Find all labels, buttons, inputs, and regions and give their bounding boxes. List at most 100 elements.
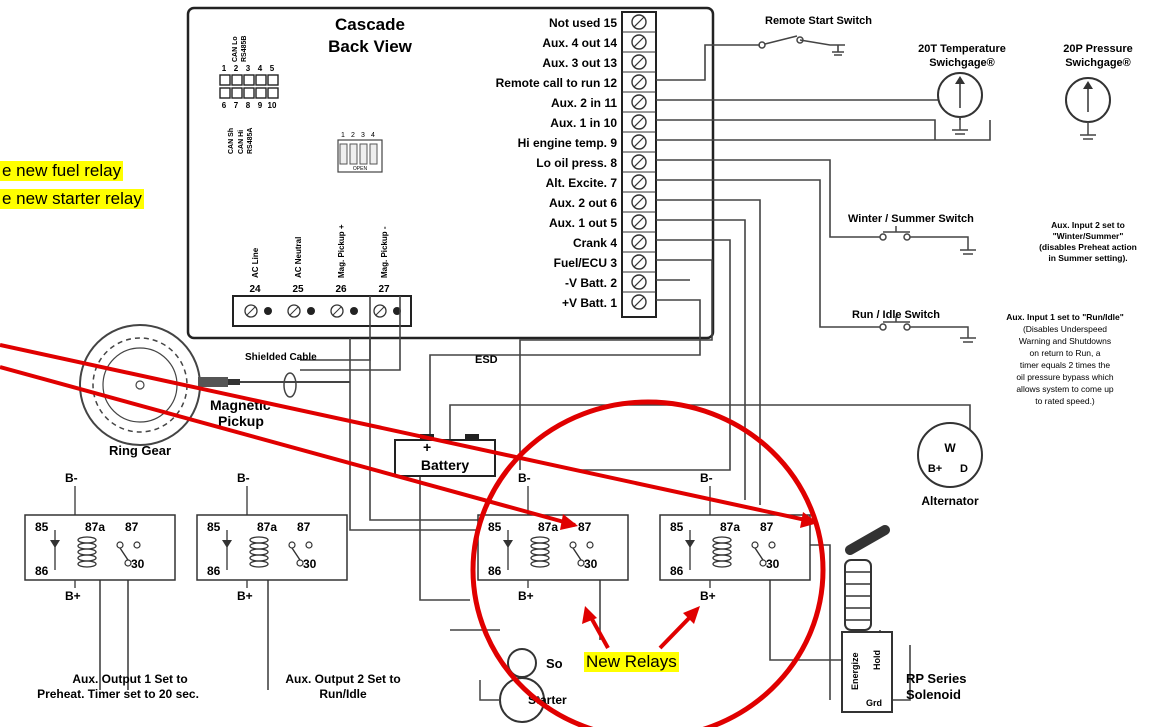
temperature-gauge: [937, 72, 983, 118]
screw-slot: [633, 56, 645, 68]
bottom-terminal-number: 25: [292, 284, 304, 295]
relay-86: 86: [488, 564, 502, 578]
relay-bplus: B+: [518, 589, 534, 603]
terminal-label: Aux. 2 out 6: [549, 196, 617, 210]
magnetic-pickup-label1: Magnetic: [210, 397, 271, 413]
can-pin-number: 8: [246, 101, 251, 110]
relay-bplus: B+: [65, 589, 81, 603]
can-pin-cell: [255, 87, 267, 99]
energize-label: Energize: [850, 652, 860, 690]
run-idle-note-line: to rated speed.): [1035, 396, 1095, 406]
rs485a-label: RS485A: [247, 128, 254, 154]
relay-body: [196, 514, 348, 581]
battery-label: Battery: [421, 457, 469, 473]
aux2-caption2: Run/Idle: [319, 687, 367, 701]
winter-note-line: Aux. Input 2 set to: [1051, 220, 1125, 230]
terminal-label: Alt. Excite. 7: [546, 176, 618, 190]
alternator-w: W: [944, 441, 956, 455]
pressure-gauge: [952, 77, 1111, 140]
relay-bminus: B-: [518, 471, 531, 485]
relay-contact: [116, 541, 124, 549]
shield-symbol: [283, 372, 297, 398]
relay-switch-arm: [291, 547, 301, 561]
terminal-label: Fuel/ECU 3: [554, 256, 618, 270]
terminal-label: Aux. 4 out 14: [542, 36, 617, 50]
screw-slot: [633, 76, 645, 88]
relay-30: 30: [303, 557, 317, 571]
relay-87: 87: [297, 520, 311, 534]
screw-slot: [633, 256, 645, 268]
terminal-label: Hi engine temp. 9: [518, 136, 618, 150]
can-pin-number: 3: [246, 64, 251, 73]
relay-30: 30: [584, 557, 598, 571]
screw-slot: [633, 276, 645, 288]
battery-plus: +: [423, 439, 431, 455]
dip-toggle: [359, 143, 368, 165]
solenoid-short-label: So: [546, 656, 563, 671]
can-pin-cell: [267, 87, 279, 99]
winter-note-line: "Winter/Summer": [1053, 231, 1124, 241]
can-pin-number: 4: [258, 64, 263, 73]
cascade-title-line2: Back View: [328, 37, 413, 56]
relay-87a: 87a: [538, 520, 558, 534]
can-pin-cell: [219, 87, 231, 99]
cascade-back-view-box: [186, 6, 715, 340]
relay-coil-icon: [530, 560, 550, 568]
starter-icon: [479, 648, 545, 723]
relay-30: 30: [766, 557, 780, 571]
relay-87: 87: [578, 520, 592, 534]
terminal-label: Aux. 1 out 5: [549, 216, 617, 230]
terminal-dot: [393, 307, 401, 315]
can-pin-cell: [267, 74, 279, 86]
terminal-dot: [264, 307, 272, 315]
relay-coil-icon: [77, 560, 97, 568]
relay-contact: [124, 559, 132, 567]
magnetic-pickup-icon: [198, 377, 240, 387]
run-idle-note-line: Warning and Shutdowns: [1019, 336, 1111, 346]
relay-body: [477, 514, 629, 581]
relay-coil-icon: [712, 560, 732, 568]
run-idle-label: Run / Idle Switch: [852, 309, 940, 321]
screw-slot: [633, 116, 645, 128]
dip-number: 3: [361, 132, 365, 139]
dip-toggle: [339, 143, 348, 165]
terminal-label: +V Batt. 1: [562, 296, 617, 310]
bottom-terminal-label: Mag. Pickup -: [380, 226, 389, 278]
relay-bminus: B-: [700, 471, 713, 485]
dip-toggle: [349, 143, 358, 165]
run-idle-note-line: on return to Run, a: [1030, 348, 1101, 358]
terminal-label: Aux. 2 in 11: [551, 96, 617, 110]
dip-number: 2: [351, 132, 355, 139]
relay-87: 87: [125, 520, 139, 534]
relay-contact: [133, 541, 141, 549]
relay-87a: 87a: [257, 520, 277, 534]
remote-start-label: Remote Start Switch: [765, 15, 872, 27]
annotation-arrows: [0, 343, 826, 727]
bottom-terminal-label: Mag. Pickup +: [337, 224, 346, 278]
terminal-label: Aux. 3 out 13: [542, 56, 617, 70]
relay-85: 85: [35, 520, 49, 534]
can-pin-number: 1: [222, 64, 227, 73]
bottom-terminal-number: 26: [335, 284, 347, 295]
screw-slot: [633, 16, 645, 28]
terminal-label: Not used 15: [549, 16, 617, 30]
rs485b-label: RS485B: [241, 36, 248, 62]
run-idle-note-line: allows system to come up: [1016, 384, 1114, 394]
relay-switch-arm: [119, 547, 129, 561]
terminal-dot: [307, 307, 315, 315]
dip-number: 4: [371, 132, 375, 139]
screw-slot: [633, 296, 645, 308]
relay-contact: [305, 541, 313, 549]
relay-contact: [586, 541, 594, 549]
fuel-relay-annotation: e new fuel relay: [0, 161, 124, 181]
can-pin-cell: [243, 74, 255, 86]
screw-slot: [633, 236, 645, 248]
relay-contact: [751, 541, 759, 549]
temp-gauge-label1: 20T Temperature: [918, 43, 1006, 55]
can-pin-cell: [255, 74, 267, 86]
bottom-terminal-label: AC Neutral: [294, 237, 303, 278]
terminal-label: Aux. 1 in 10: [550, 116, 617, 130]
